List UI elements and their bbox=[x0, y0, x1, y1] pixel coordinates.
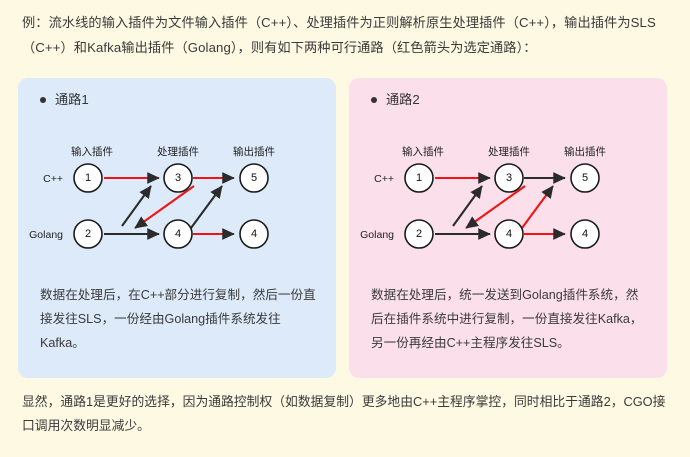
panel-1-node-n3 bbox=[163, 163, 193, 193]
panel-2-edge-n4-n5 bbox=[521, 185, 554, 229]
panel-1-row-label-0: C++ bbox=[43, 173, 63, 185]
panel-2-node-n4-label: 4 bbox=[506, 228, 512, 240]
panel-1-node-n4-label: 4 bbox=[175, 228, 181, 240]
panel-2-row-label-1: Golang bbox=[360, 229, 394, 241]
pathway-panels: 通路1 输入插件 处理插件 输出插件 bbox=[18, 78, 674, 378]
bullet-icon bbox=[371, 97, 377, 103]
pathway-panel-2: 通路2 输入插件 处理插件 输出插件 C++ bbox=[349, 78, 667, 378]
panel-2-note: 数据在处理后，统一发送到Golang插件系统，然后在插件系统中进行复制，一份直接… bbox=[371, 288, 643, 350]
panel-2-node-n2-label: 2 bbox=[416, 228, 422, 240]
panel-2-diagram: 输入插件 处理插件 输出插件 C++ Golang 1 2 bbox=[349, 138, 667, 268]
panel-2-node-n6-label: 4 bbox=[582, 228, 588, 240]
panel-1-diagram: 输入插件 处理插件 输出插件 C++ Golang bbox=[18, 138, 336, 268]
panel-1-note: 数据在处理后，在C++部分进行复制，然后一份直接发往SLS，一份经由Golang… bbox=[40, 288, 316, 350]
bullet-icon bbox=[40, 97, 46, 103]
panel-2-node-n2 bbox=[404, 219, 434, 249]
panel-2-row-label-0: C++ bbox=[374, 173, 394, 185]
panel-1-title-label: 通路1 bbox=[55, 92, 89, 107]
panel-1-col-label-0: 输入插件 bbox=[71, 145, 113, 158]
conclusion-paragraph: 显然，通路1是更好的选择，因为通路控制权（如数据复制）更多地由C++主程序掌控，… bbox=[22, 394, 666, 433]
panel-2-node-n1-label: 1 bbox=[416, 172, 422, 184]
panel-1-node-n5-label: 5 bbox=[251, 172, 257, 184]
panel-1-node-n1 bbox=[73, 163, 103, 193]
panel-2-node-n5-label: 5 bbox=[582, 172, 588, 184]
panel-2-node-n1 bbox=[404, 163, 434, 193]
panel-2-edge-n2-n3 bbox=[452, 185, 483, 227]
panel-1-row-label-1: Golang bbox=[29, 229, 63, 241]
panel-1-node-n4 bbox=[163, 219, 193, 249]
panel-1-title: 通路1 bbox=[40, 90, 89, 110]
panel-2-node-n3-label: 3 bbox=[506, 172, 512, 184]
panel-1-node-n6-label: 4 bbox=[251, 228, 257, 240]
panel-2-node-n3 bbox=[494, 163, 524, 193]
intro-paragraph: 例：流水线的输入插件为文件输入插件（C++）、处理插件为正则解析原生处理插件（C… bbox=[22, 15, 656, 55]
panel-2-node-n4 bbox=[494, 219, 524, 249]
panel-2-node-n6 bbox=[570, 219, 600, 249]
panel-1-edge-n4-n5 bbox=[190, 185, 223, 229]
panel-1-node-n6 bbox=[239, 219, 269, 249]
panel-1-node-n3-label: 3 bbox=[175, 172, 181, 184]
panel-1-col-label-1: 处理插件 bbox=[157, 145, 199, 158]
panel-1-node-n1-label: 1 bbox=[85, 172, 91, 184]
panel-1-node-n2 bbox=[73, 219, 103, 249]
panel-1-col-label-2: 输出插件 bbox=[233, 145, 275, 158]
panel-2-title-label: 通路2 bbox=[386, 92, 420, 107]
panel-2-title: 通路2 bbox=[371, 90, 420, 110]
panel-2-node-n5 bbox=[570, 163, 600, 193]
panel-1-node-n5 bbox=[239, 163, 269, 193]
panel-2-edge-n3-n4 bbox=[465, 185, 526, 229]
panel-2-col-label-1: 处理插件 bbox=[488, 145, 530, 158]
panel-1-node-n2-label: 2 bbox=[85, 228, 91, 240]
panel-1-edge-n2-n3 bbox=[121, 185, 152, 227]
panel-2-col-label-2: 输出插件 bbox=[564, 145, 606, 158]
pathway-panel-1: 通路1 输入插件 处理插件 输出插件 bbox=[18, 78, 336, 378]
panel-1-edge-n3-n4 bbox=[134, 185, 195, 229]
panel-2-col-label-0: 输入插件 bbox=[402, 145, 444, 158]
